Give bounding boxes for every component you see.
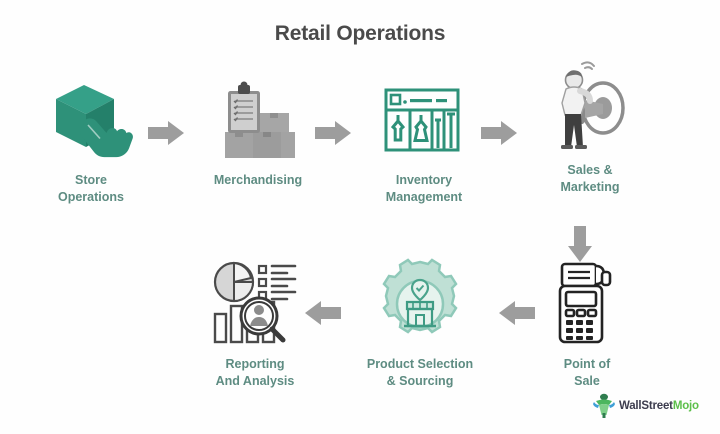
node-label-inventory-management: Inventory Management xyxy=(385,173,463,204)
arrow-merchandising-to-inventory xyxy=(313,118,353,153)
arrow-store-to-merchandising xyxy=(146,118,186,153)
node-product-selection-sourcing: Product Selection & Sourcing xyxy=(345,256,495,390)
icon-wrap-merchandising xyxy=(183,72,333,168)
watermark-text-primary: WallStreet xyxy=(619,400,673,412)
icon-wrap-reporting-analysis xyxy=(180,256,330,352)
icon-wrap-product-selection-sourcing xyxy=(345,256,495,352)
box-with-pointing-hand-icon xyxy=(56,85,133,158)
clipboard-with-boxes-icon xyxy=(225,81,295,158)
page-title: Retail Operations xyxy=(274,22,446,45)
watermark-text-accent: Mojo xyxy=(672,400,699,412)
storefront-shelves-icon xyxy=(384,88,460,152)
node-label-reporting-analysis: Reporting And Analysis xyxy=(215,357,295,388)
arrow-point-of-sale-to-product xyxy=(497,298,537,333)
node-label-merchandising: Merchandising xyxy=(213,173,303,187)
icon-wrap-sales-marketing xyxy=(515,61,665,158)
node-point-of-sale: Point of Sale xyxy=(512,256,662,390)
icon-wrap-point-of-sale xyxy=(512,256,662,352)
gear-with-shop-icon xyxy=(382,258,458,334)
node-store-operations: Store Operations xyxy=(16,72,166,206)
node-label-sales-marketing: Sales & Marketing xyxy=(560,163,620,194)
arrow-sales-to-point-of-sale xyxy=(565,224,595,269)
wallstreetmojo-logo-icon xyxy=(593,393,615,418)
node-sales-marketing: Sales & Marketing xyxy=(515,61,665,196)
icon-wrap-store-operations xyxy=(16,72,166,168)
card-payment-terminal-icon xyxy=(558,262,612,344)
node-reporting-analysis: Reporting And Analysis xyxy=(180,256,330,390)
icon-wrap-inventory-management xyxy=(349,72,499,168)
watermark-text: WallStreetMojo xyxy=(619,400,699,412)
arrow-product-to-reporting xyxy=(303,298,343,333)
node-inventory-management: Inventory Management xyxy=(349,72,499,206)
node-merchandising: Merchandising xyxy=(183,72,333,189)
node-label-point-of-sale: Point of Sale xyxy=(563,357,611,388)
node-label-store-operations: Store Operations xyxy=(58,173,124,204)
node-label-product-selection-sourcing: Product Selection & Sourcing xyxy=(366,357,474,388)
watermark: WallStreetMojo xyxy=(593,393,699,419)
person-with-megaphone-icon xyxy=(561,61,625,149)
charts-with-magnifier-icon xyxy=(213,261,297,344)
arrow-inventory-to-sales xyxy=(479,118,519,153)
